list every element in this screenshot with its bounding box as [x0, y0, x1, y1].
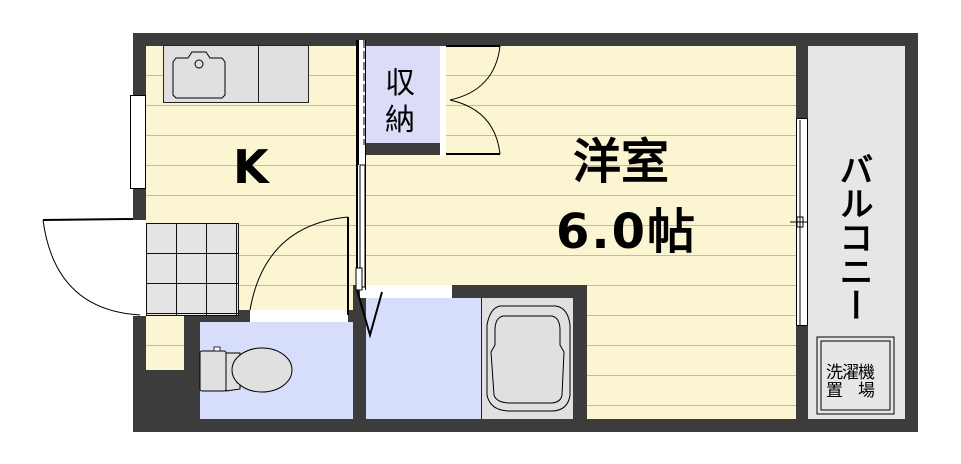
washroom-door-opening: [360, 285, 452, 298]
washer-space-label-line2: 置 場: [826, 381, 875, 401]
toilet-door-opening: [250, 310, 348, 322]
washer-space-label-line1: 洗濯機: [826, 363, 875, 383]
western-room-size: 6.0帖: [556, 204, 698, 260]
washroom: [366, 298, 481, 419]
entrance-opening: [133, 220, 146, 316]
counter-divider: [258, 45, 259, 103]
closet-label-line2: 納: [385, 103, 415, 138]
closet: [366, 46, 440, 146]
closet-label-line1: 収: [385, 66, 415, 101]
closet-bottom-wall: [366, 143, 440, 155]
balcony-label: バルコニー: [833, 152, 873, 322]
western-room-label: 洋室: [573, 134, 670, 190]
kitchen-window: [130, 95, 146, 189]
entrance-floor-strip: [146, 316, 184, 370]
closet-opening: [440, 46, 446, 156]
entrance-tiles: [146, 223, 239, 316]
kitchen-label: K: [233, 140, 269, 194]
balcony: [808, 46, 905, 419]
